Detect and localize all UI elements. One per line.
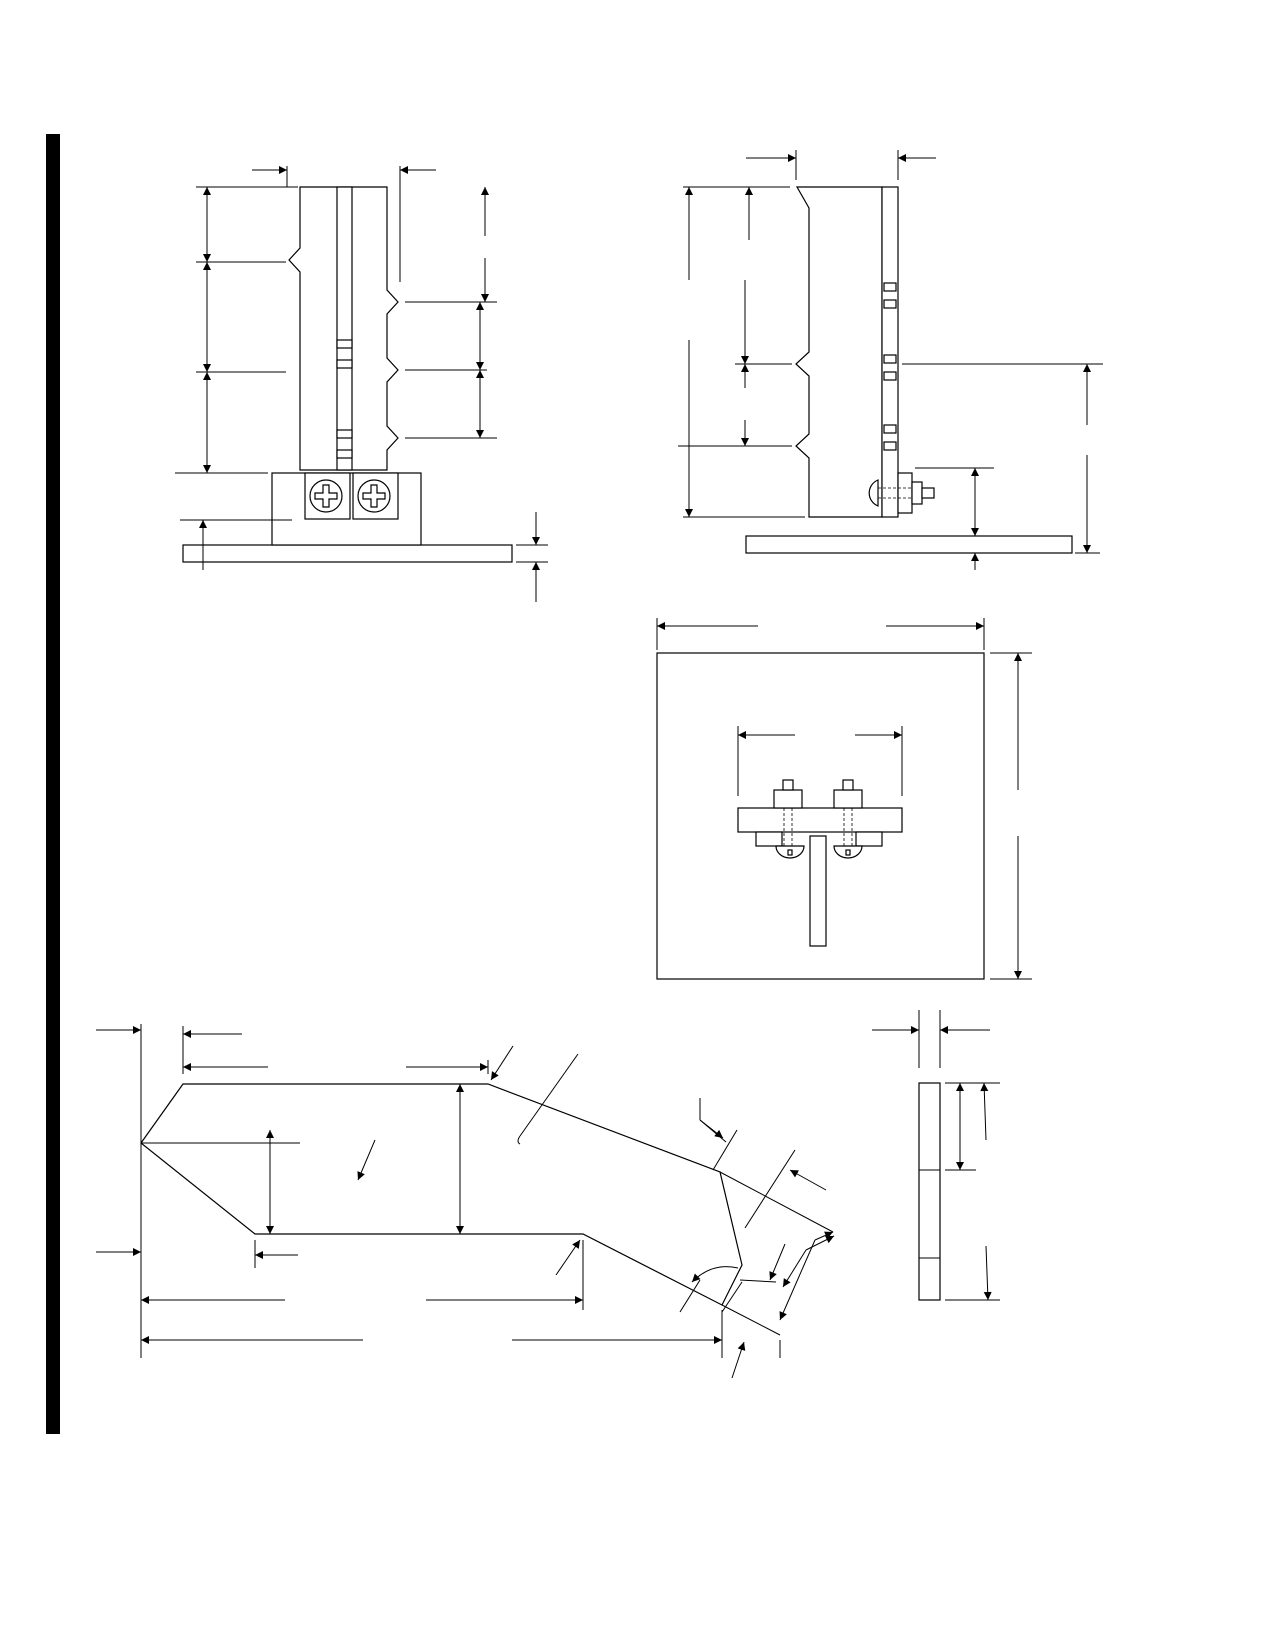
side-view xyxy=(678,150,1103,570)
front-view xyxy=(175,166,548,602)
margin-bar xyxy=(46,134,60,1434)
top-view xyxy=(656,618,1032,980)
edge-view xyxy=(872,1010,1000,1301)
flat-pattern xyxy=(96,1024,835,1379)
